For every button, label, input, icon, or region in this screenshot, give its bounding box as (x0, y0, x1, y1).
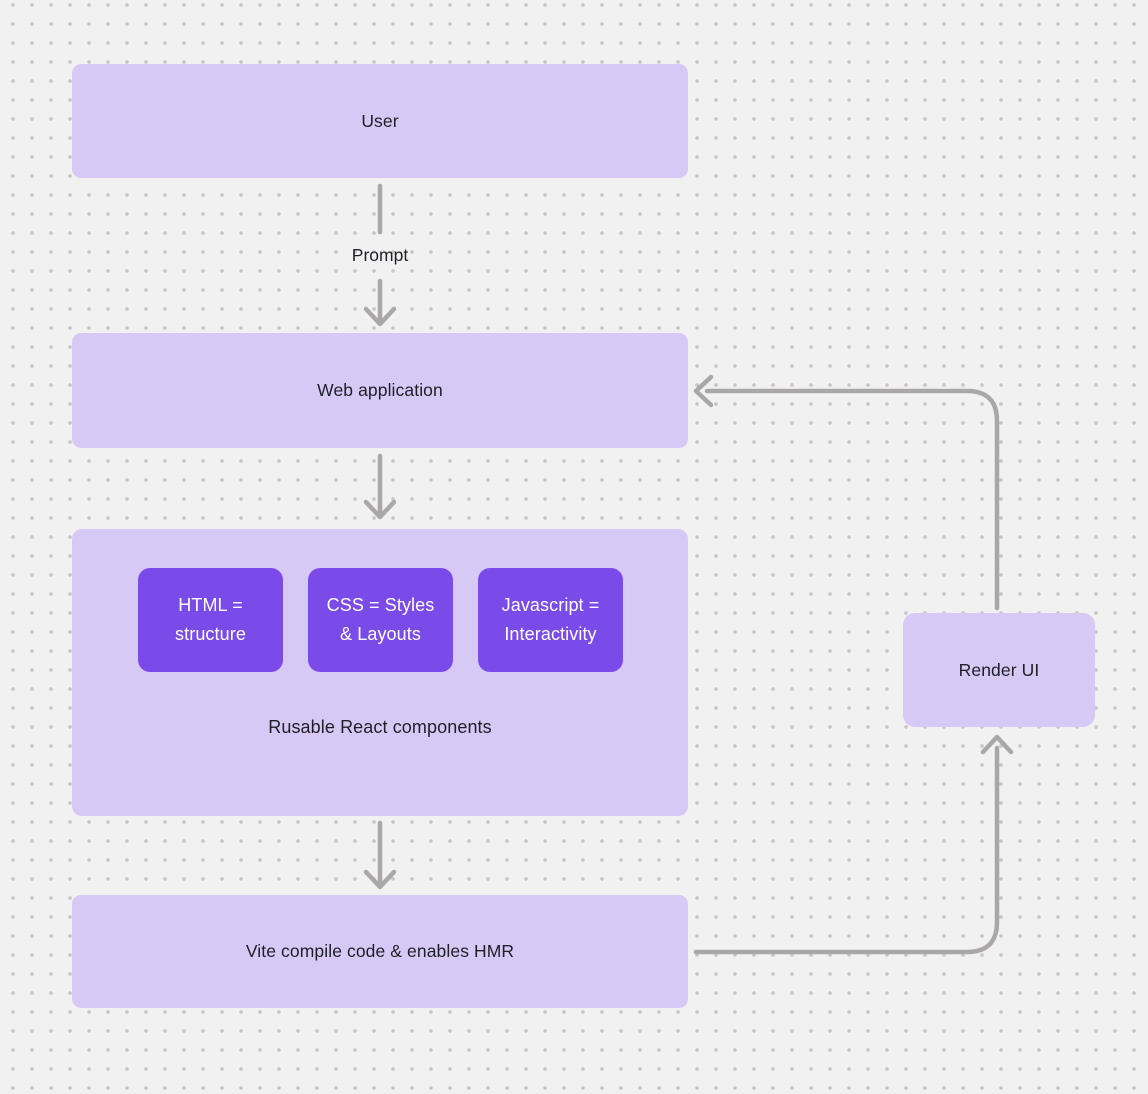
node-user-label: User (361, 110, 399, 131)
arrowhead-left-into-web (693, 374, 714, 408)
node-render-ui[interactable]: Render UI (903, 613, 1095, 727)
node-vite[interactable]: Vite compile code & enables HMR (72, 895, 688, 1008)
subnode-javascript[interactable]: Javascript = Interactivity (478, 568, 623, 672)
connector-render-web-line (704, 388, 1000, 611)
arrowhead-down-into-vite (363, 869, 397, 890)
subnode-css-label: CSS = Styles & Layouts (326, 595, 435, 644)
connector-label-prompt[interactable]: Prompt (351, 245, 409, 265)
node-web-application-label: Web application (317, 380, 443, 400)
node-vite-label: Vite compile code & enables HMR (245, 941, 515, 961)
subnode-css[interactable]: CSS = Styles & Layouts (308, 568, 453, 672)
components-group-caption: Rusable React components (268, 717, 492, 737)
arrowhead-up-into-render (980, 734, 1014, 755)
node-web-application[interactable]: Web application (72, 333, 688, 448)
arrowhead-down-into-group (363, 499, 397, 520)
node-components-group[interactable]: HTML = structure CSS = Styles & Layouts … (72, 529, 688, 816)
subnode-javascript-label: Javascript = Interactivity (501, 595, 600, 644)
node-user[interactable]: User (72, 64, 688, 178)
arrowhead-down-into-web (363, 306, 397, 327)
connector-vite-render-line (693, 745, 1000, 955)
subnode-html-label: HTML = structure (175, 595, 246, 644)
subnode-html[interactable]: HTML = structure (138, 568, 283, 672)
node-render-ui-label: Render UI (958, 659, 1040, 680)
